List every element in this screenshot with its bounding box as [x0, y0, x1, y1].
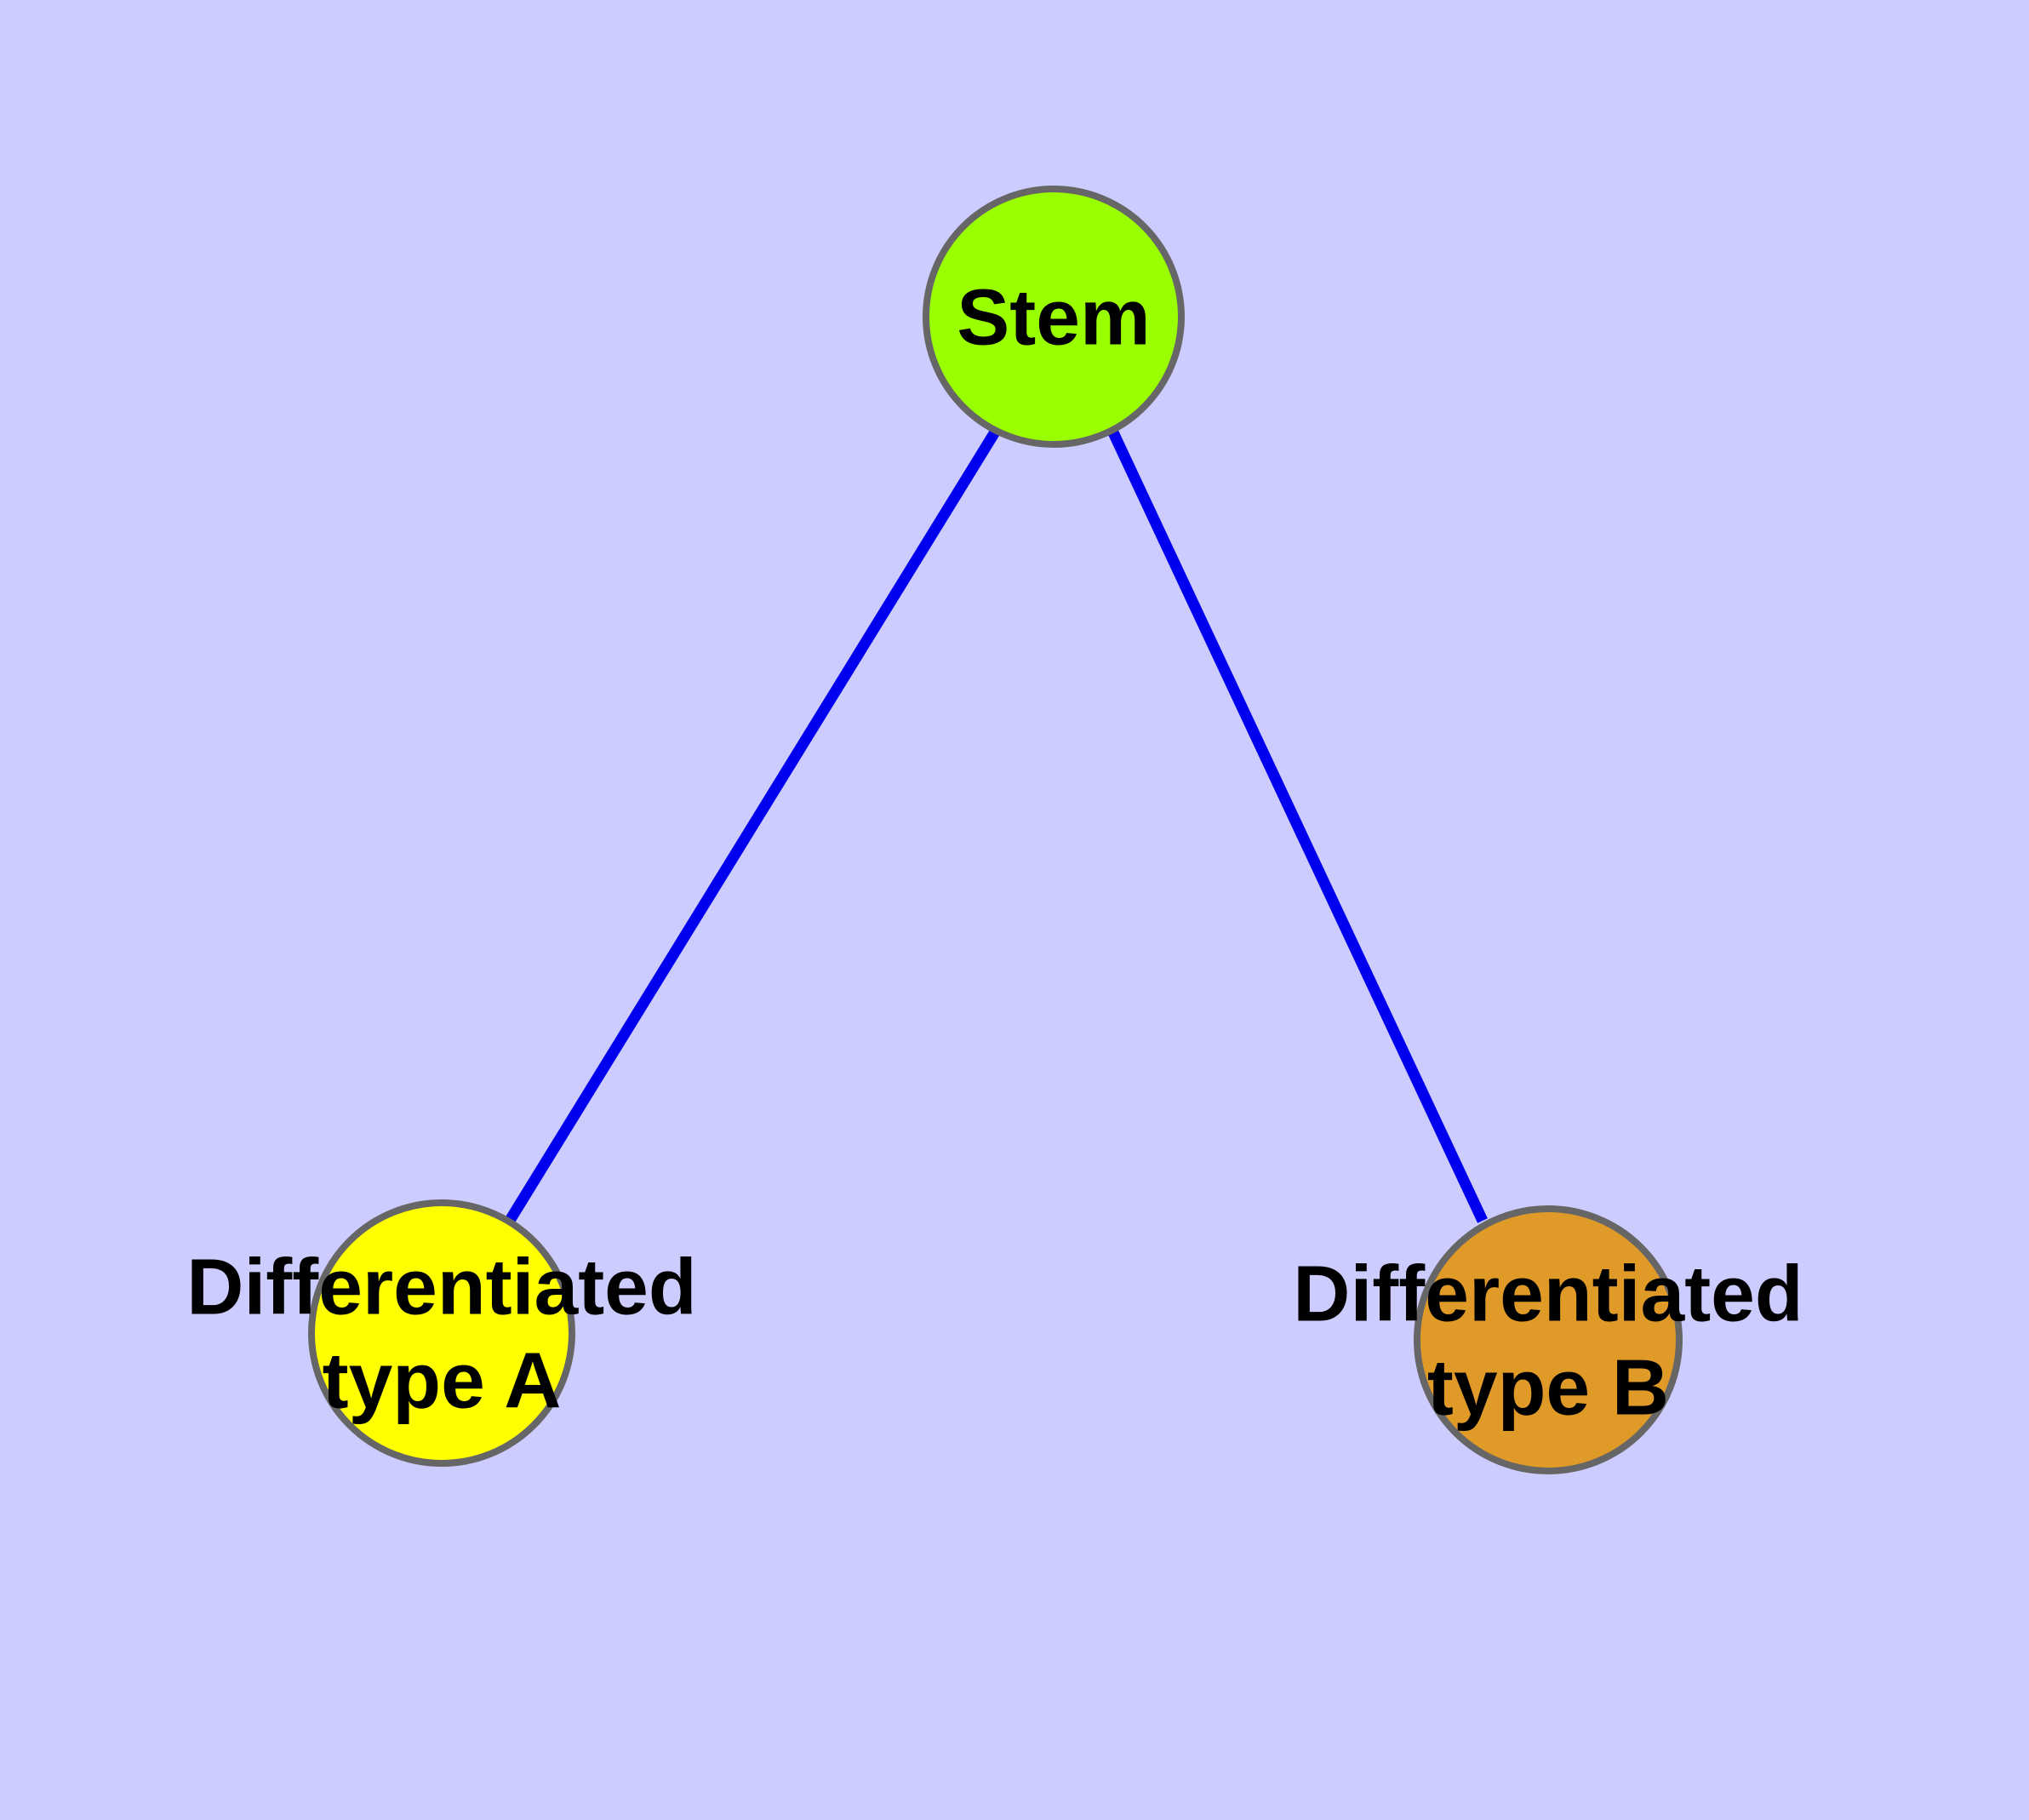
node-label-line: type A — [323, 1336, 562, 1425]
edge-stem-to-diff-b[interactable] — [1108, 430, 1488, 1223]
node-label-line: Differentiated — [1293, 1250, 1803, 1338]
node-label-line: type B — [1427, 1343, 1669, 1432]
nodes-layer — [308, 186, 1683, 1474]
node-stem[interactable] — [923, 186, 1185, 448]
node-label-line: Differentiated — [186, 1243, 696, 1331]
node-diff-a-circle[interactable] — [308, 1199, 575, 1467]
node-stem-label: Stem — [957, 273, 1150, 362]
node-diff-b[interactable] — [1414, 1205, 1683, 1474]
node-diff-b-circle[interactable] — [1414, 1205, 1683, 1474]
edges-layer — [506, 427, 1488, 1223]
node-stem-circle[interactable] — [923, 186, 1185, 448]
node-diff-a[interactable] — [308, 1199, 575, 1467]
node-label-line: Stem — [957, 273, 1150, 362]
edge-stem-to-diff-a[interactable] — [506, 427, 1001, 1222]
